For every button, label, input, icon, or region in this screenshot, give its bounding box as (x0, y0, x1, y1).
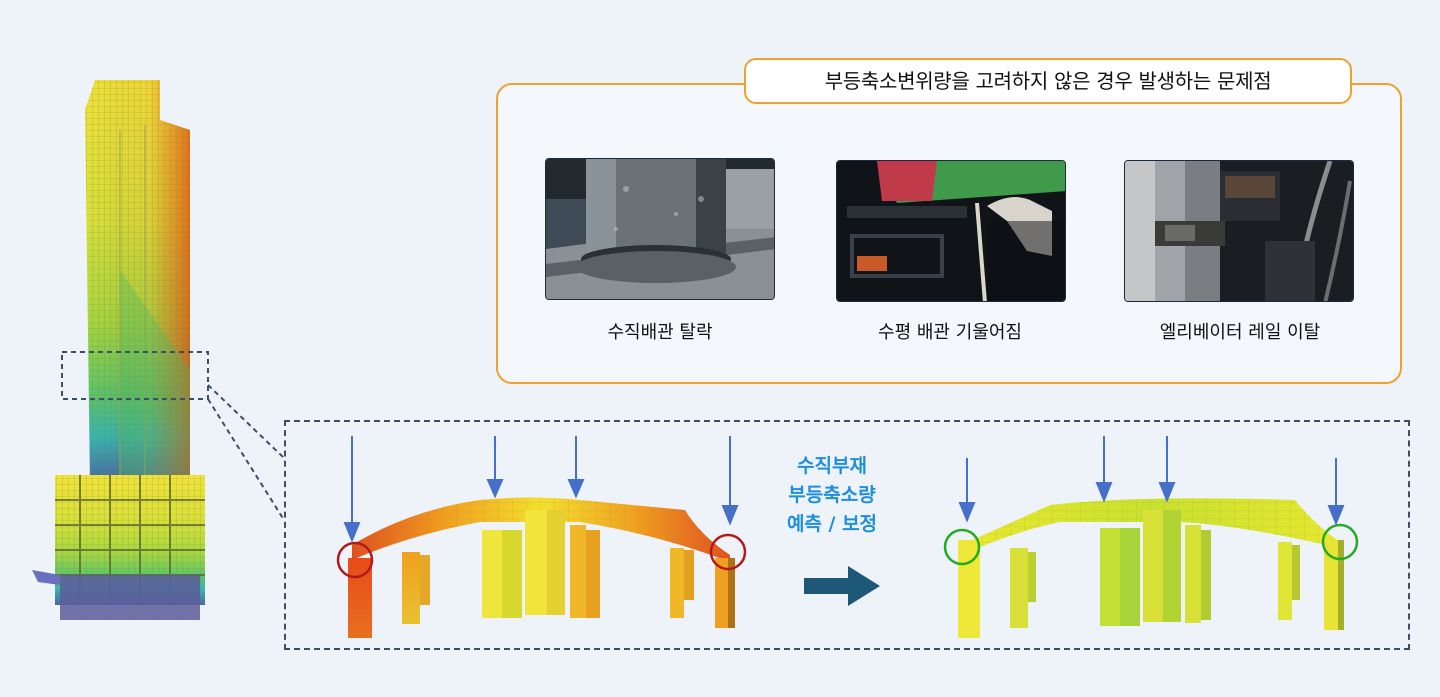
building-model-3d (32, 80, 205, 620)
detail-box (284, 420, 1410, 650)
elevator-rail-photo (1124, 160, 1354, 302)
problem-circle-right (709, 533, 747, 571)
pipe-tilt-photo (836, 160, 1066, 302)
process-label: 수직부재 부등축소량 예측 / 보정 (772, 452, 892, 539)
load-arrows-corrected (958, 436, 1345, 526)
process-label-line3: 예측 / 보정 (786, 513, 878, 535)
right-arrow-icon (804, 566, 880, 606)
caption-pipe-detachment: 수직배관 탈락 (607, 322, 713, 343)
uncorrected-floor-model (336, 436, 747, 638)
load-arrows (343, 436, 739, 543)
process-label-line1: 수직부재 (797, 455, 867, 477)
caption-pipe-tilt: 수평 배관 기울어짐 (878, 322, 1022, 343)
pipe-detachment-photo (545, 158, 775, 300)
ok-circle-right (1321, 523, 1359, 561)
corrected-floor-model (943, 436, 1359, 638)
ok-circle-left (943, 528, 981, 566)
process-label-line2: 부등축소량 (788, 484, 876, 506)
caption-elevator-rail: 엘리베이터 레일 이탈 (1159, 322, 1321, 343)
problem-circle-left (336, 541, 374, 579)
issues-title: 부등축소변위량을 고려하지 않은 경우 발생하는 문제점 (744, 58, 1352, 104)
